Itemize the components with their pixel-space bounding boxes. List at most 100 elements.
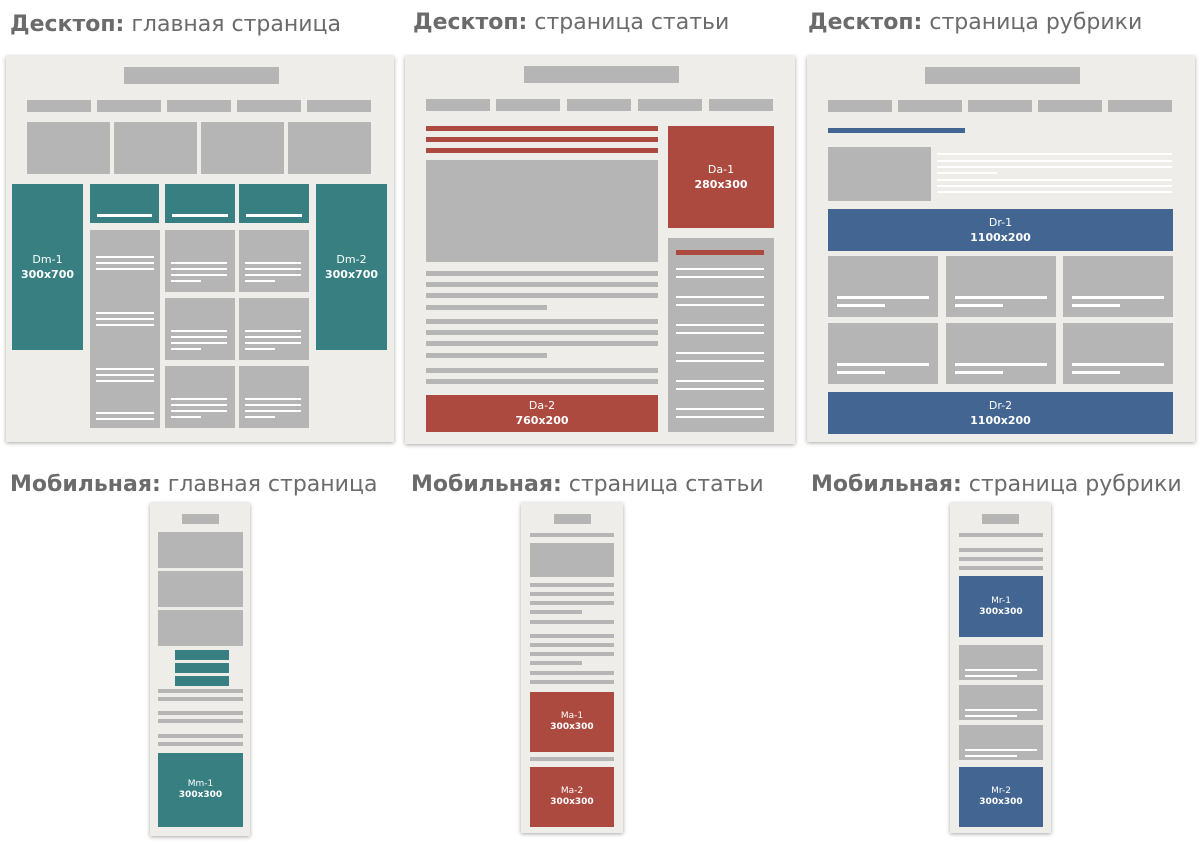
text-line [1072,296,1164,299]
text-line [171,280,201,282]
ad-block-dm1: Dm-1 300x700 [12,184,83,350]
text-line [171,404,227,406]
nav-placeholder [426,99,490,111]
card-placeholder [959,645,1043,680]
text-line [955,304,1003,307]
logo-placeholder [982,514,1019,524]
article-image-placeholder [530,543,614,577]
text-line [937,160,1172,162]
text-line [245,342,301,344]
text-line [426,330,658,335]
text-line [426,353,547,358]
title-bold: Мобильная: [411,472,562,497]
text-line [171,336,227,338]
text-line [676,380,764,382]
text-line [426,319,658,324]
headline-line [426,126,658,131]
ad-block-mr2: Mr-2 300x300 [959,767,1043,827]
text-line [959,548,1043,552]
card-placeholder [165,366,235,428]
text-line [158,711,243,715]
ad-block-da1: Da-1 280x300 [668,126,774,228]
ad-name: Ma-2 [560,786,584,796]
text-line [96,318,154,320]
mobile-home-panel: Mm-1 300x300 [150,503,250,836]
ad-size: 300x300 [550,722,594,732]
text-line [96,368,154,370]
text-line [530,610,582,614]
rubric-image-placeholder [828,147,931,201]
text-line [158,734,243,738]
text-line [96,268,154,270]
ad-size: 300x300 [178,790,223,800]
text-line [676,360,764,362]
logo-placeholder [925,67,1080,84]
ad-block-ma1: Ma-1 300x300 [530,692,614,752]
sidebar-heading-line [676,250,764,255]
text-line [965,709,1037,711]
article-image-placeholder [426,160,658,262]
text-line [171,342,227,344]
text-line [245,416,275,418]
text-line [245,280,275,282]
ad-block-mr1: Mr-1 300x300 [959,576,1043,637]
title-bold: Десктоп: [808,10,923,35]
text-line [530,583,614,587]
ad-name: Dm-2 [336,252,367,266]
card-placeholder [239,230,309,292]
ad-size: 300x700 [20,267,75,281]
rubric-heading-line [828,128,965,133]
sidebar-list-placeholder [668,238,774,432]
text-line [676,276,764,278]
headline-line [426,148,658,153]
title-mobile-rubric: Мобильная: страница рубрики [811,472,1182,497]
nav-placeholder [167,100,231,112]
text-line [530,757,614,761]
ad-size: 760x200 [515,414,569,427]
text-line [245,262,301,264]
ad-block-da2: Da-2 760x200 [426,395,658,432]
text-line [97,214,152,217]
text-line [937,166,1172,168]
text-line [676,332,764,334]
title-rest: страница статьи [527,10,730,35]
logo-placeholder [524,66,679,83]
nav-placeholder [638,99,702,111]
nav-placeholder [1108,100,1172,112]
mobile-rubric-panel: Mr-1 300x300 Mr-2 300x300 [950,503,1051,833]
text-line [171,274,227,276]
text-line [1072,363,1164,366]
teal-bar [165,184,235,223]
text-line [426,282,658,287]
ad-block-ma2: Ma-2 300x300 [530,767,614,827]
text-line [171,330,227,332]
text-line [676,352,764,354]
teal-bar [239,184,309,223]
nav-placeholder [237,100,301,112]
nav-placeholder [496,99,560,111]
image-placeholder [201,122,284,174]
text-line [937,179,1172,181]
ad-size: 1100x200 [970,413,1031,427]
ad-size: 300x300 [979,606,1023,617]
ad-block-dr2: Dr-2 1100x200 [828,392,1173,434]
text-line [965,669,1037,671]
headline-line [426,137,658,142]
text-line [96,324,154,326]
title-bold: Мобильная: [10,472,161,497]
text-line [158,697,243,701]
card-placeholder [165,298,235,360]
title-rest: главная страница [160,472,378,497]
text-line [530,601,614,605]
logo-placeholder [182,514,219,524]
title-rest: страница статьи [561,472,764,497]
text-line [426,379,658,384]
title-bold: Десктоп: [10,12,125,37]
text-line [245,404,301,406]
text-line [837,304,885,307]
image-placeholder [288,122,371,174]
text-line [171,410,227,412]
nav-placeholder [1038,100,1102,112]
text-line [530,652,614,656]
mobile-article-panel: Ma-1 300x300 Ma-2 300x300 [521,503,623,833]
